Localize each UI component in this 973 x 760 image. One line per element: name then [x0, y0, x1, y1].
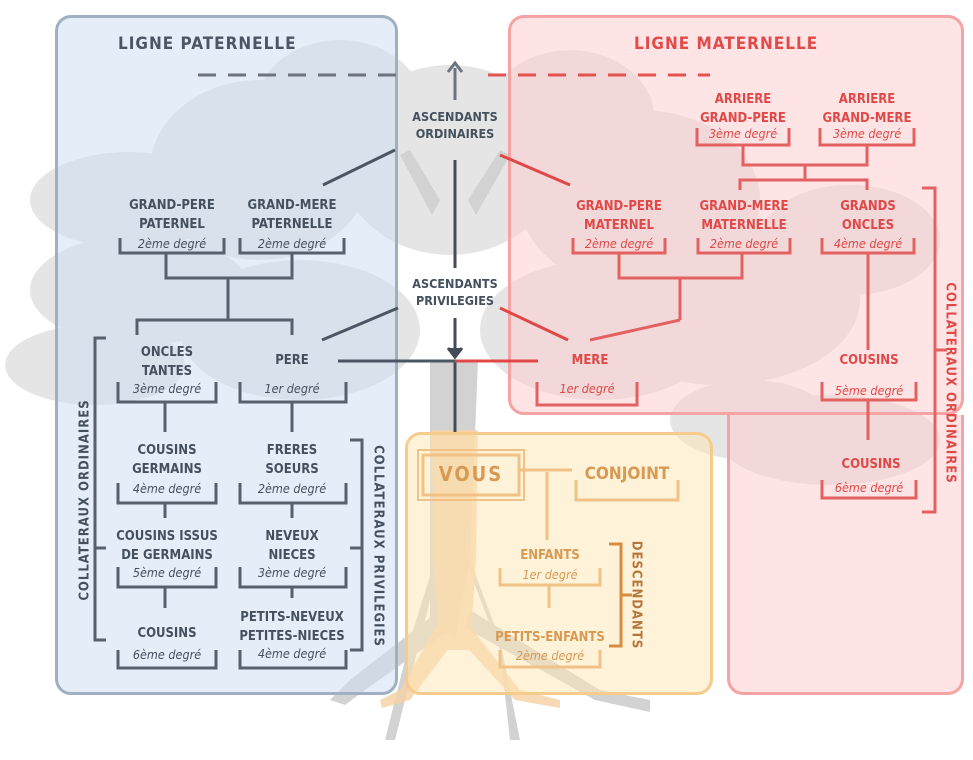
- node-line2: PATERNEL: [139, 217, 205, 232]
- node-siblings: FRERES SOEURS: [232, 441, 352, 479]
- node-line2: GERMAINS: [132, 462, 202, 477]
- node-line1: GRAND-PERE: [129, 198, 215, 213]
- degree-label: 4ème degré: [132, 481, 202, 496]
- node-paternal-grandmother: GRAND-MERE PATERNELLE: [232, 196, 352, 234]
- degree-label: 2ème degré: [257, 481, 327, 496]
- paternal-line-title: LIGNE PATERNELLE: [118, 34, 297, 54]
- degree-label: 1er degré: [559, 381, 615, 396]
- degree-label: 2ème degré: [709, 236, 779, 251]
- side-label-descendants: DESCENDANTS: [628, 540, 644, 650]
- node-line1: GRAND-PERE: [576, 199, 662, 214]
- ordinary-ascendants-label: ASCENDANTS ORDINAIRES: [395, 108, 515, 142]
- node-children: ENFANTS: [520, 548, 580, 563]
- maternal-line-zone: [508, 15, 964, 415]
- degree-label: 3ème degré: [132, 381, 202, 396]
- node-great-uncles: GRANDS ONCLES: [808, 197, 928, 235]
- degree-label: 1er degré: [264, 381, 320, 396]
- node-line2: PATERNELLE: [251, 217, 333, 232]
- node-line2: TANTES: [141, 364, 193, 379]
- node-mother: MERE: [571, 353, 609, 368]
- side-label-collateral-ordinary: COLLATERAUX ORDINAIRES: [77, 399, 93, 601]
- node-uncles-aunts: ONCLES TANTES: [107, 343, 227, 381]
- node-line2: MATERNEL: [584, 218, 654, 233]
- node-paternal-grandfather: GRAND-PERE PATERNEL: [112, 196, 232, 234]
- maternal-line-zone-lower: [727, 415, 964, 695]
- node-second-cousins: COUSINS ISSUS DE GERMAINS: [102, 527, 232, 565]
- degree-label: 4ème degré: [257, 646, 327, 661]
- privileged-line2: PRIVILEGIES: [415, 293, 494, 308]
- node-grand-nephews: PETITS-NEVEUX PETITES-NIECES: [222, 608, 362, 646]
- node-line1: COUSINS ISSUS: [116, 529, 218, 544]
- node-maternal-cousins-5: COUSINS: [839, 353, 899, 368]
- degree-label: 2ème degré: [515, 648, 585, 663]
- paternal-line-zone: [55, 15, 398, 695]
- node-spouse: CONJOINT: [584, 464, 670, 484]
- node-line1: GRANDS: [840, 199, 896, 214]
- node-line1: GRAND-MERE: [247, 198, 337, 213]
- node-great-grandmother: ARRIERE GRAND-MERE: [807, 90, 927, 128]
- degree-label: 3ème degré: [257, 565, 327, 580]
- node-line2: GRAND-MERE: [822, 111, 912, 126]
- node-cousins-6: COUSINS: [137, 626, 197, 641]
- degree-label: 5ème degré: [834, 383, 904, 398]
- node-first-cousins: COUSINS GERMAINS: [107, 441, 227, 479]
- node-line1: ARRIERE: [838, 92, 896, 107]
- node-line2: GRAND-PERE: [700, 111, 786, 126]
- degree-label: 6ème degré: [834, 480, 904, 495]
- side-label-collateral-privileged: COLLATERAUX PRIVILEGIES: [370, 445, 386, 647]
- degree-label: 4ème degré: [833, 236, 903, 251]
- node-nephews-nieces: NEVEUX NIECES: [232, 527, 352, 565]
- node-father: PERE: [275, 353, 309, 368]
- node-line2: SOEURS: [265, 462, 319, 477]
- degree-label: 2ème degré: [584, 236, 654, 251]
- node-line2: ONCLES: [841, 218, 895, 233]
- node-great-grandfather: ARRIERE GRAND-PERE: [683, 90, 803, 128]
- degree-label: 3ème degré: [832, 126, 902, 141]
- node-maternal-grandmother: GRAND-MERE MATERNELLE: [684, 197, 804, 235]
- privileged-line1: ASCENDANTS: [412, 276, 498, 291]
- degree-label: 2ème degré: [257, 236, 327, 251]
- degree-label: 1er degré: [522, 567, 578, 582]
- node-maternal-cousins-6: COUSINS: [841, 457, 901, 472]
- degree-label: 2ème degré: [137, 236, 207, 251]
- side-label-maternal-collateral: COLLATERAUX ORDINAIRES: [942, 282, 958, 484]
- degree-label: 3ème degré: [708, 126, 778, 141]
- degree-label: 5ème degré: [132, 565, 202, 580]
- descendants-zone: [405, 432, 713, 695]
- node-grandchildren: PETITS-ENFANTS: [495, 630, 605, 645]
- node-line2: PETITES-NIECES: [239, 629, 345, 644]
- node-line1: PETITS-NEVEUX: [240, 610, 344, 625]
- node-line1: ARRIERE: [714, 92, 772, 107]
- node-you: VOUS: [438, 462, 504, 486]
- node-line2: NIECES: [268, 548, 316, 563]
- privileged-ascendants-label: ASCENDANTS PRIVILEGIES: [395, 275, 515, 309]
- node-line1: FRERES: [266, 443, 318, 458]
- ordinary-line1: ASCENDANTS: [412, 109, 498, 124]
- node-line2: MATERNELLE: [701, 218, 787, 233]
- maternal-line-title: LIGNE MATERNELLE: [634, 34, 819, 54]
- node-line1: ONCLES: [140, 345, 194, 360]
- node-line1: COUSINS: [137, 443, 197, 458]
- ordinary-line2: ORDINAIRES: [415, 126, 495, 141]
- node-line2: DE GERMAINS: [121, 548, 213, 563]
- node-line1: NEVEUX: [265, 529, 319, 544]
- node-line1: GRAND-MERE: [699, 199, 789, 214]
- node-maternal-grandfather: GRAND-PERE MATERNEL: [559, 197, 679, 235]
- degree-label: 6ème degré: [132, 647, 202, 662]
